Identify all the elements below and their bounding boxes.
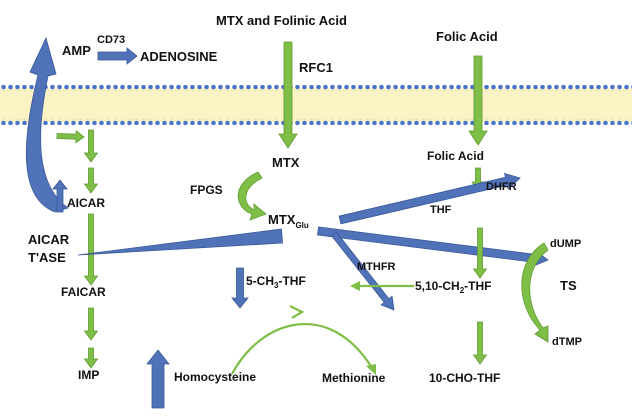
cd73-amp-to-adenosine-arrow	[97, 47, 138, 65]
purine-entry-arrow	[56, 129, 85, 144]
cell-membrane	[0, 85, 632, 125]
folic-acid-transport-arrow	[468, 55, 488, 146]
methylene-to-formyl-thf-arrow	[472, 321, 488, 365]
label-folic-acid-intracellular: Folic Acid	[427, 149, 484, 163]
membrane-dots-top	[0, 85, 632, 91]
methylene-thf-subscript: 2	[460, 286, 465, 295]
label-adenosine: ADENOSINE	[140, 49, 218, 64]
label-dump: dUMP	[550, 238, 581, 250]
methylene-to-mthfr-line-arrow-head	[350, 281, 360, 291]
methyl-thf-subscript: 3	[274, 281, 279, 290]
fpgs-curve-arrow	[237, 171, 267, 221]
membrane-band	[0, 88, 632, 122]
faicar-to-imp-step1-arrow	[83, 307, 99, 341]
label-methylene-thf: 5,10-CH2-THF	[415, 279, 491, 295]
label-fpgs: FPGS	[190, 183, 223, 197]
faicar-to-imp-step2-arrow	[83, 347, 99, 369]
label-thf: THF	[430, 204, 452, 216]
label-cd73: CD73	[97, 34, 125, 46]
homocysteine-up-arrow	[146, 349, 170, 409]
label-layer: AMP CD73 ADENOSINE MTX and Folinic Acid …	[28, 13, 582, 385]
label-dhfr: DHFR	[486, 181, 517, 193]
label-amp: AMP	[62, 43, 91, 58]
label-folic-acid-extracellular: Folic Acid	[436, 29, 498, 44]
methylene-to-mthfr-line-arrow	[350, 281, 414, 291]
label-formyl-thf: 10-CHO-THF	[429, 371, 500, 385]
label-aicar: AICAR	[67, 196, 105, 210]
methyl-thf-part2: -THF	[278, 274, 305, 288]
homocysteine-to-methionine-arrow-head	[366, 364, 376, 375]
label-homocysteine: Homocysteine	[174, 370, 256, 384]
membrane-dots-bottom	[0, 119, 632, 125]
ts-curve-arrow	[521, 242, 549, 343]
mtx-glu-subscript: Glu	[295, 221, 308, 230]
remethylation-tick-line	[289, 305, 305, 319]
label-dtmp: dTMP	[552, 336, 582, 348]
label-aicar-tase-line2: T'ASE	[28, 250, 66, 265]
mtxglu-inhibits-mthfr-arrow	[331, 231, 395, 311]
label-ts: TS	[560, 278, 577, 293]
methylene-thf-part1: 5,10-CH	[415, 279, 460, 293]
mtxglu-inhibits-dhfr-arrow	[338, 172, 521, 225]
arrow-layer	[25, 36, 549, 409]
purine-step1-arrow	[83, 129, 99, 163]
methyl-thf-down-arrow	[231, 267, 249, 309]
label-methyl-thf: 5-CH3-THF	[246, 274, 306, 290]
label-mthfr: MTHFR	[357, 261, 396, 273]
remethylation-tick	[289, 305, 305, 319]
aicar-to-faicar-arrow	[83, 213, 99, 286]
mtxglu-inhibits-aicar-tase-arrow	[77, 228, 284, 256]
label-faicar: FAICAR	[61, 285, 106, 299]
label-mtx-glu: MTXGlu	[268, 212, 309, 230]
label-rfc1: RFC1	[299, 60, 333, 75]
label-mtx-folinic-acid: MTX and Folinic Acid	[216, 13, 347, 28]
label-mtx: MTX	[272, 155, 300, 170]
homocysteine-to-methionine-arrow-line	[231, 323, 373, 375]
label-imp: IMP	[78, 368, 99, 382]
thf-to-methylene-thf-arrow	[472, 227, 488, 279]
aicar-feedback-up-arrow	[52, 179, 68, 213]
methylene-thf-part2: -THF	[464, 279, 491, 293]
label-aicar-tase-line1: AICAR	[28, 232, 70, 247]
homocysteine-to-methionine-arrow	[231, 323, 376, 375]
purine-step2-arrow	[83, 167, 99, 194]
aicar-to-amp-arrow	[25, 36, 69, 213]
label-methionine: Methionine	[322, 371, 386, 385]
methyl-thf-part1: 5-CH	[246, 274, 274, 288]
mtx-glu-main: MTX	[268, 212, 296, 227]
rfc1-mtx-transport-arrow	[278, 41, 298, 149]
